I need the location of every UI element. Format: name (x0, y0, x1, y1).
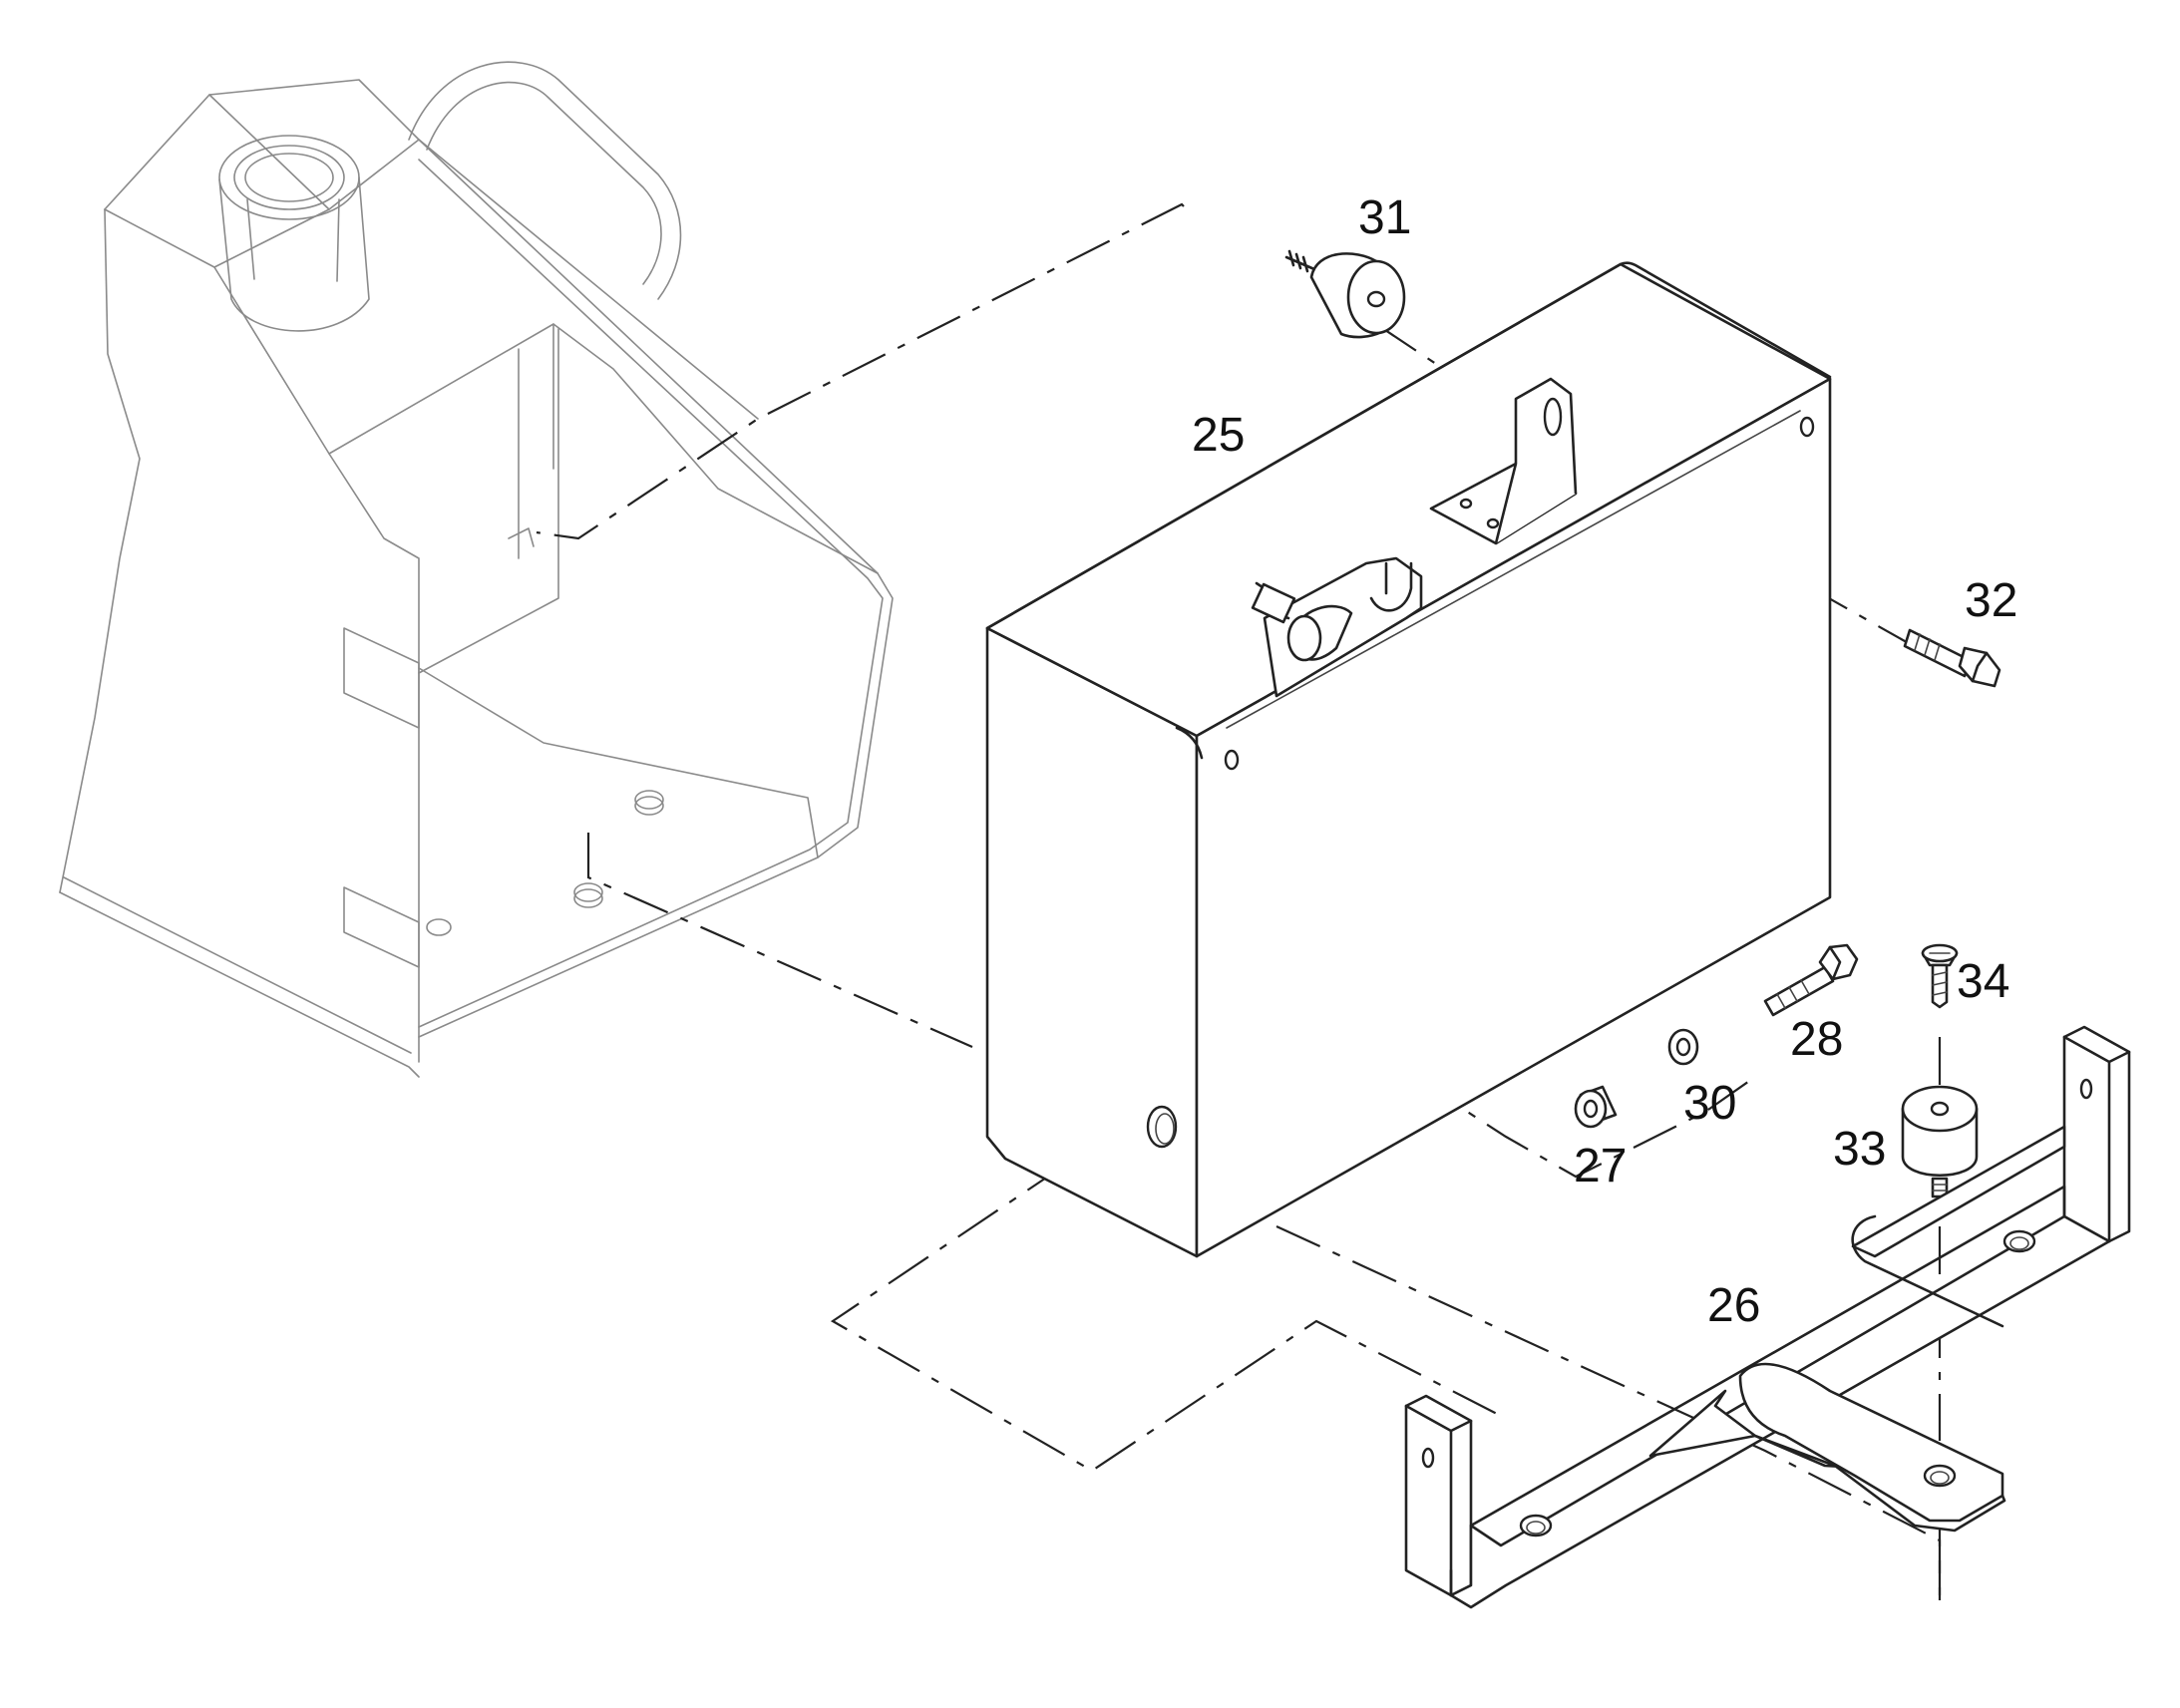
hex-bolt-part-32 (1903, 628, 2001, 688)
callout-27: 27 (1574, 1140, 1627, 1193)
spacer-part-27 (1574, 1085, 1618, 1129)
control-box-part-25 (985, 261, 1832, 1258)
callout-26: 26 (1707, 1279, 1760, 1332)
hopper-housing (59, 61, 894, 1078)
callout-34: 34 (1957, 955, 2009, 1008)
rubber-foot-part-31 (1284, 249, 1406, 339)
callout-32: 32 (1965, 574, 2017, 627)
washer-part-30 (1667, 1028, 1699, 1066)
callout-31: 31 (1358, 191, 1411, 244)
hex-bolt-part-28 (1763, 943, 1859, 1017)
mounting-bracket-part-26 (1404, 1025, 2131, 1609)
screw-part-34 (1921, 943, 1959, 1009)
callout-25: 25 (1192, 409, 1245, 462)
rubber-mount-part-33 (1901, 1085, 1979, 1198)
callout-28: 28 (1790, 1013, 1843, 1066)
part-callouts: 31 25 32 34 28 30 27 33 26 (1192, 191, 2017, 1332)
callout-30: 30 (1683, 1077, 1736, 1130)
callout-33: 33 (1833, 1123, 1886, 1176)
